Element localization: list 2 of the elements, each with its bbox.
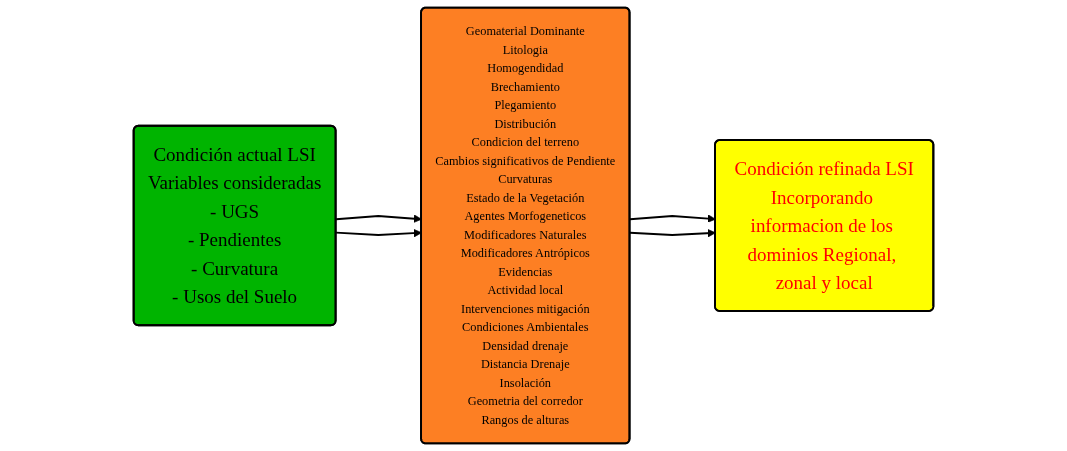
arrow xyxy=(335,228,422,238)
arrow xyxy=(335,214,422,223)
